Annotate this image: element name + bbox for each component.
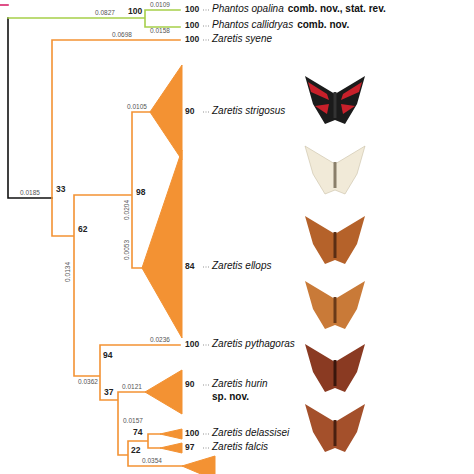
collapsed-clade	[142, 150, 182, 338]
taxon-name: Zaretis strigosus	[212, 106, 285, 116]
taxon-name: Zaretis falcis	[212, 442, 268, 452]
branch-length: 0.0362	[78, 379, 98, 386]
support-value: 84	[185, 262, 194, 271]
butterfly-image	[305, 216, 365, 264]
support-value: 100	[185, 35, 199, 44]
support-value: 37	[104, 388, 113, 397]
branch-length: 0.0121	[122, 384, 142, 391]
taxon-name: Phantos opalina	[212, 4, 284, 14]
support-value: 22	[131, 446, 140, 455]
collapsed-clade	[145, 370, 182, 414]
root-branch	[8, 18, 52, 198]
butterfly-image	[305, 146, 365, 194]
taxon-status: sp. nov.	[212, 392, 249, 402]
support-value: 97	[185, 443, 194, 452]
branch-length: 0.0158	[150, 28, 170, 35]
butterfly-image	[305, 281, 365, 329]
branch-length: 0.0354	[142, 458, 162, 465]
taxon-name: Zaretis hurin	[212, 379, 268, 389]
support-value: 100	[185, 340, 199, 349]
support-value: 100	[185, 5, 199, 14]
phantos-branch	[8, 10, 180, 27]
branch-length: 0.0134	[65, 262, 72, 282]
support-value: 74	[133, 428, 142, 437]
taxon-name: Zaretis pythagoras	[212, 339, 295, 349]
taxon-status: comb. nov., stat. rev.	[288, 4, 386, 14]
collapsed-clade	[160, 429, 182, 439]
branch-length: 0.0827	[95, 10, 115, 17]
taxon-name: Zaretis delassisei	[212, 428, 289, 438]
support-value: 62	[78, 225, 87, 234]
taxon-name: Phantos callidryas	[212, 20, 293, 30]
branch-length: 0.0053	[124, 240, 131, 260]
support-value: 100	[185, 429, 199, 438]
taxon-name: Zaretis syene	[212, 34, 272, 44]
butterfly-image	[305, 344, 365, 392]
branch-length: 0.0236	[150, 337, 170, 344]
branch-length: 0.0157	[123, 418, 143, 425]
support-value: 33	[56, 185, 65, 194]
support-value: 90	[185, 380, 194, 389]
support-value: 94	[103, 351, 112, 360]
butterfly-image	[305, 76, 365, 124]
support-value: 100	[185, 21, 199, 30]
outgroup-branch	[0, 4, 8, 6]
butterfly-image	[305, 404, 365, 452]
support-value: 98	[136, 188, 145, 197]
leader-line	[203, 10, 210, 448]
collapsed-clade	[150, 65, 182, 160]
taxon-name: Zaretis ellops	[212, 261, 271, 271]
zaretis-branch	[52, 40, 182, 466]
branch-length: 0.0105	[127, 104, 147, 111]
support-value: 90	[185, 107, 194, 116]
collapsed-clade	[160, 443, 182, 453]
branch-length: 0.0109	[150, 2, 170, 9]
branch-length: 0.0698	[112, 32, 132, 39]
branch-length: 0.0185	[20, 190, 40, 197]
taxon-status: comb. nov.	[297, 20, 349, 30]
support-value: 100	[128, 7, 142, 16]
branch-length: 0.0204	[124, 200, 131, 220]
collapsed-clade	[182, 456, 215, 474]
